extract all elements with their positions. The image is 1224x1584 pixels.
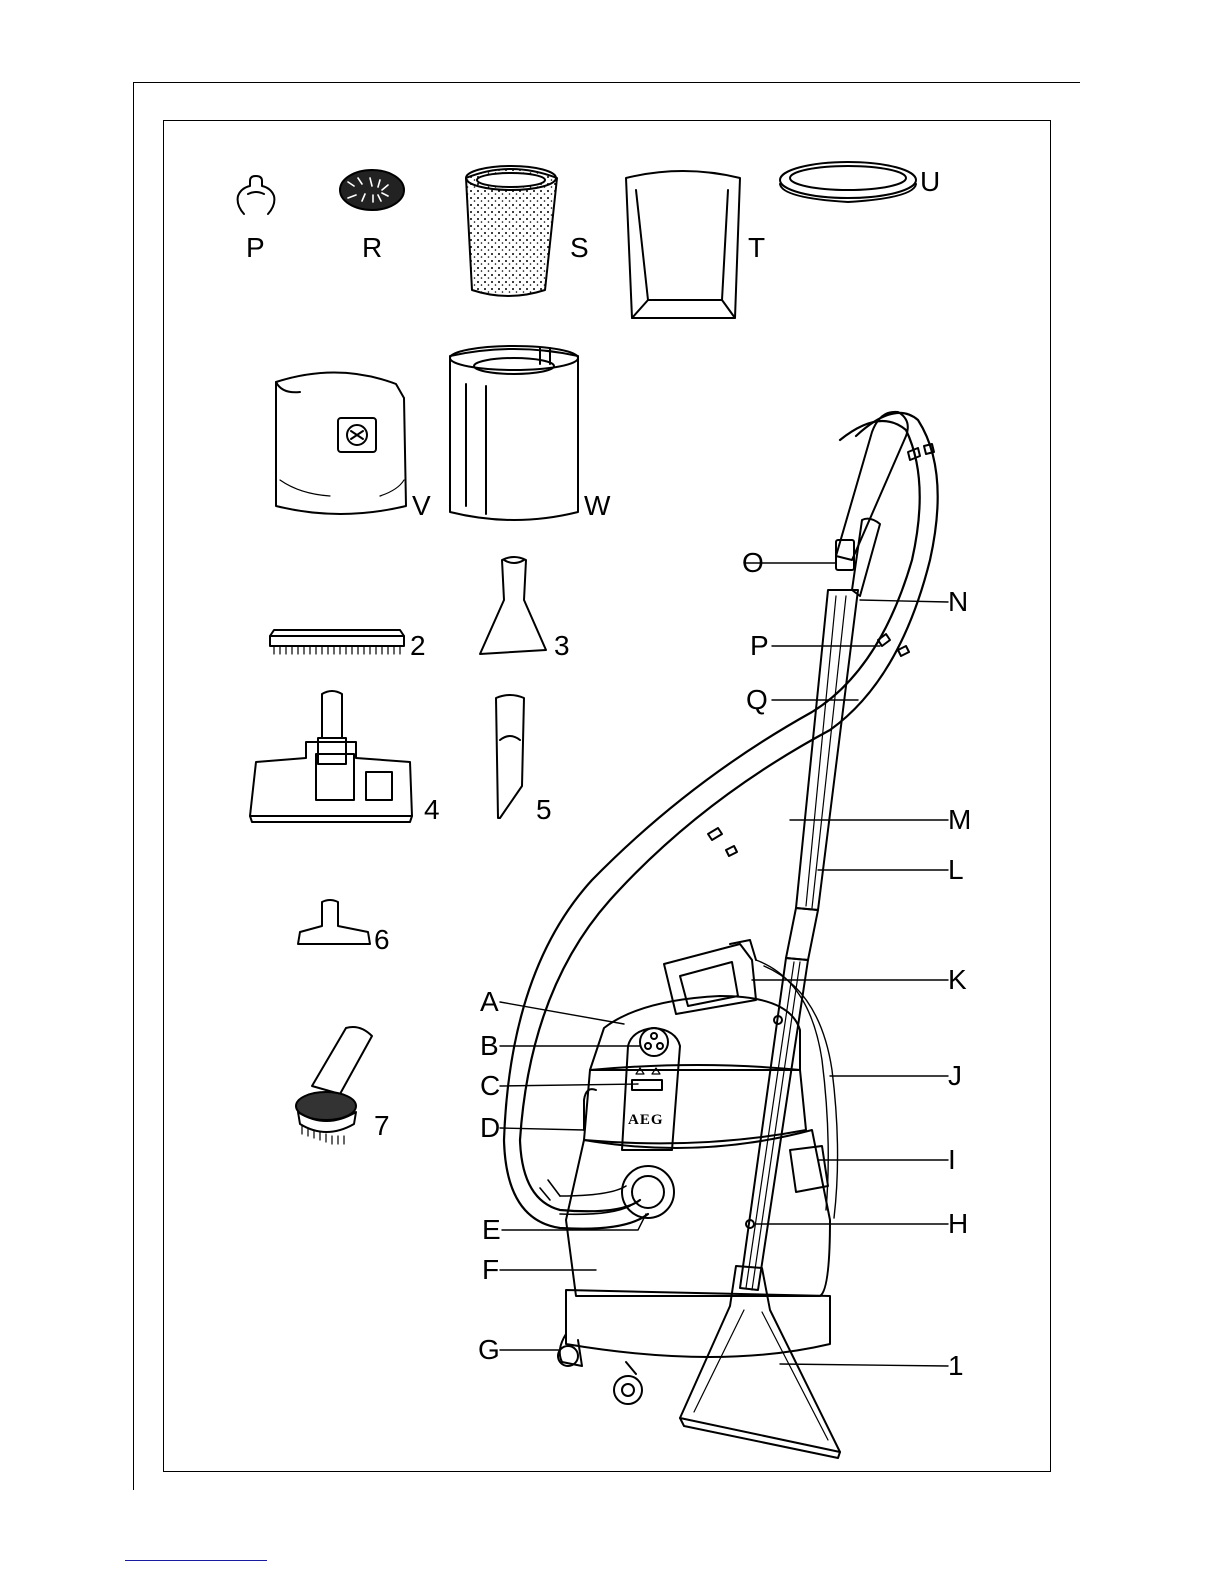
- label-part-v: V: [412, 492, 431, 520]
- part-r-foam-filter: [340, 170, 404, 210]
- callout-a: A: [480, 988, 499, 1016]
- part-4-floor-nozzle: [250, 691, 412, 822]
- callout-c: C: [480, 1072, 500, 1100]
- callout-m: M: [948, 806, 971, 834]
- label-part-t: T: [748, 234, 765, 262]
- label-part-5: 5: [536, 796, 552, 824]
- callout-e: E: [482, 1216, 501, 1244]
- brand-logo-text: AEG: [628, 1112, 664, 1129]
- label-part-2: 2: [410, 632, 426, 660]
- label-part-p: P: [246, 234, 265, 262]
- callout-f: F: [482, 1256, 499, 1284]
- part-u-ring-seal: [780, 162, 916, 202]
- callout-d: D: [480, 1114, 500, 1142]
- callout-o: O: [742, 549, 764, 577]
- part-t-paper-bag: [626, 171, 740, 318]
- vacuum-cleaner-drawing: [504, 412, 938, 1458]
- label-part-r: R: [362, 234, 382, 262]
- callout-j: J: [948, 1062, 962, 1090]
- callout-h: H: [948, 1210, 968, 1238]
- label-part-u: U: [920, 168, 940, 196]
- label-part-w: W: [584, 492, 610, 520]
- part-5-crevice-nozzle: [496, 695, 524, 818]
- label-part-3: 3: [554, 632, 570, 660]
- part-w-filter-holder: [450, 346, 578, 520]
- part-3-upholstery-nozzle: [480, 557, 546, 654]
- part-2-brush-strip: [270, 630, 404, 654]
- label-part-6: 6: [374, 926, 390, 954]
- part-7-dusting-brush: [296, 1027, 372, 1144]
- callout-b: B: [480, 1032, 499, 1060]
- label-part-s: S: [570, 234, 589, 262]
- part-v-cloth-bag: [276, 372, 406, 514]
- label-part-4: 4: [424, 796, 440, 824]
- callout-p: P: [750, 632, 769, 660]
- callout-g: G: [478, 1336, 500, 1364]
- part-s-foam-cartridge: [466, 166, 557, 296]
- callout-k: K: [948, 966, 967, 994]
- part-6-small-nozzle: [298, 900, 370, 944]
- label-part-7: 7: [374, 1112, 390, 1140]
- callout-n: N: [948, 588, 968, 616]
- callout-l: L: [948, 856, 964, 884]
- callout-i: I: [948, 1146, 956, 1174]
- part-p-clip: [238, 176, 275, 214]
- callout-1: 1: [948, 1352, 964, 1380]
- callout-q: Q: [746, 686, 768, 714]
